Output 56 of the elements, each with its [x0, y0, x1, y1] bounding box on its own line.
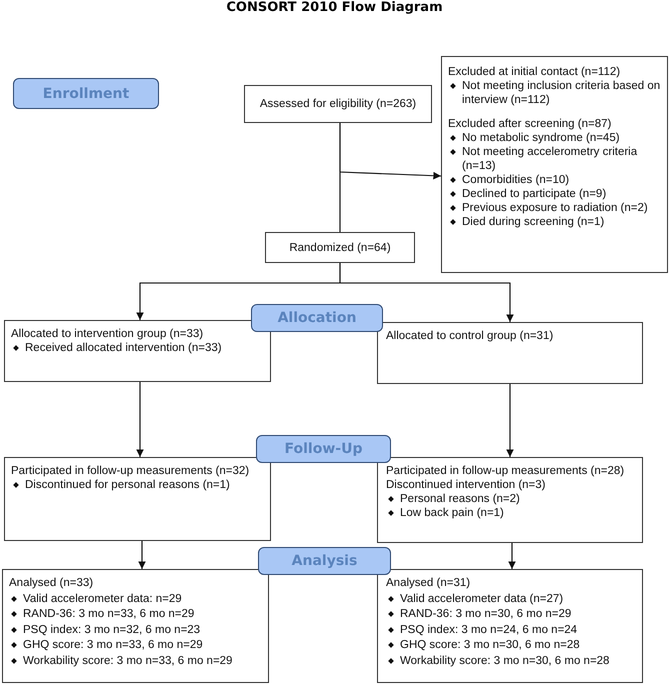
process-box [4, 457, 271, 541]
bullet-item: Previous exposure to radiation (n=2) [448, 201, 661, 215]
process-box [377, 569, 643, 683]
bullet-item: Low back pain (n=1) [386, 506, 636, 520]
stage-label [256, 435, 391, 463]
stage-label-text: Analysis [292, 554, 358, 568]
bullet-item: No metabolic syndrome (n=45) [448, 131, 661, 145]
box-heading: Analysed (n=33) [9, 576, 94, 591]
bullet-item: RAND-36: 3 mo n=33, 6 mo n=29 [9, 607, 262, 622]
box-heading: Randomized (n=64) [289, 240, 391, 254]
process-box [441, 56, 668, 273]
bullet-item: GHQ score: 3 mo n=33, 6 mo n=29 [9, 638, 262, 654]
process-box [377, 322, 643, 384]
box-heading: Allocated to intervention group (n=33) [11, 327, 204, 341]
box-heading: Participated in follow-up measurements (n=32) [11, 464, 250, 478]
diagram-title: CONSORT 2010 Flow Diagram [225, 0, 444, 15]
bullet-item: Not meeting accelerometry criteria (n=13) [448, 145, 661, 173]
stage-label-text: Allocation [278, 311, 356, 325]
arrow [508, 543, 516, 569]
stage-label [258, 547, 391, 575]
stage-label-text: Enrollment [42, 86, 130, 100]
bullet-item: Valid accelerometer data (n=27) [386, 592, 636, 607]
bullet-item: RAND-36: 3 mo n=30, 6 mo n=29 [386, 607, 636, 622]
stage-label [13, 78, 159, 109]
bullet-item: PSQ index: 3 mo n=32, 6 mo n=23 [9, 622, 262, 638]
box-heading: Allocated to control group (n=31) [386, 329, 554, 343]
stage-label-text: Follow-Up [284, 442, 362, 456]
arrow [339, 263, 514, 322]
bullet-item: GHQ score: 3 mo n=30, 6 mo n=28 [386, 638, 636, 654]
box-heading: Excluded after screening (n=87) [448, 117, 612, 131]
bullet-item: Died during screening (n=1) [448, 215, 661, 229]
bullet-item: Workability score: 3 mo n=30, 6 mo n=28 [386, 654, 636, 669]
arrow [138, 541, 146, 569]
process-box [2, 569, 269, 683]
bullet-item: Discontinued for personal reasons (n=1) [11, 478, 264, 492]
arrow [136, 382, 144, 457]
box-heading: Excluded at initial contact (n=112) [448, 65, 622, 79]
bullet-item: Received allocated intervention (n=33) [11, 341, 264, 355]
bullet-item: Comorbidities (n=10) [448, 173, 661, 187]
box-heading: Assessed for eligibility (n=263) [260, 97, 416, 111]
arrow [339, 123, 442, 180]
stage-label [251, 304, 383, 332]
process-box [265, 232, 415, 263]
bullet-item: Workability score: 3 mo n=33, 6 mo n=29 [9, 654, 262, 669]
process-box [4, 320, 271, 382]
process-box [244, 85, 432, 123]
box-heading: Discontinued intervention (n=3) [386, 478, 546, 492]
arrow [506, 384, 514, 457]
bullet-item: PSQ index: 3 mo n=24, 6 mo n=24 [386, 622, 636, 638]
bullet-item: Personal reasons (n=2) [386, 492, 636, 506]
box-heading: Participated in follow-up measurements (n=28) [386, 464, 626, 478]
process-box [377, 457, 643, 543]
box-heading: Analysed (n=31) [386, 576, 472, 591]
bullet-item: Not meeting inclusion criteria based on interview (n=112) [448, 79, 661, 107]
bullet-item: Valid accelerometer data: n=29 [9, 592, 262, 607]
bullet-item: Declined to participate (n=9) [448, 187, 661, 201]
